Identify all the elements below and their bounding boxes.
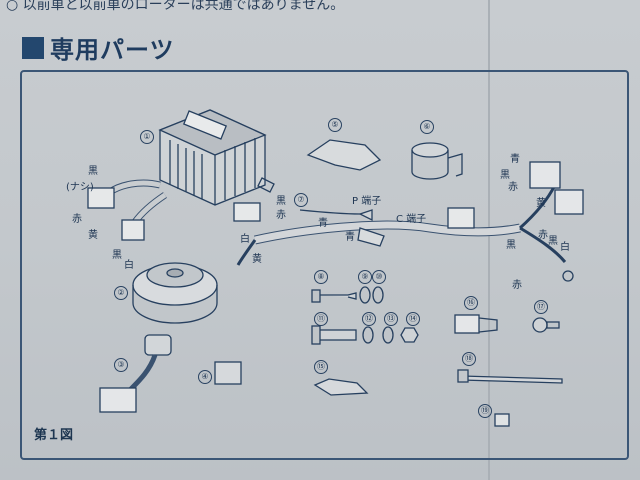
block-drawing: [214, 361, 242, 385]
label-ki-2: 黄: [252, 254, 262, 265]
label-aka-3: 赤: [508, 182, 518, 193]
page-fold: [488, 0, 490, 480]
figure-frame: [20, 70, 629, 460]
label-aka-2: 赤: [276, 210, 286, 221]
label-ki-3: 黄: [536, 198, 546, 209]
part-number-13: ⑬: [384, 312, 398, 326]
label-aka-4: 赤: [538, 230, 548, 241]
label-kuro-1: 黒: [88, 166, 98, 177]
label-kuro-4: 黒: [500, 170, 510, 181]
label-shiro-3: 白: [560, 242, 570, 253]
part-number-7: ⑦: [294, 193, 308, 207]
part-number-19: ⑲: [478, 404, 492, 418]
label-nashi: (ナシ): [66, 182, 94, 193]
top-text: ○ 以前車と以前車のローターは共通ではありません。: [6, 0, 345, 13]
figure-caption: 第１図: [34, 428, 74, 443]
label-kuro-5: 黒: [548, 236, 558, 247]
pickup-coil-drawing: [99, 334, 172, 413]
part-number-11: ⑪: [314, 312, 328, 326]
part-number-5: ⑤: [328, 118, 342, 132]
label-shiro-2: 白: [240, 234, 250, 245]
part-number-14: ⑭: [406, 312, 420, 326]
label-kuro-6: 黒: [506, 240, 516, 251]
part-number-3: ③: [114, 358, 128, 372]
part-number-9: ⑨: [358, 270, 372, 284]
label-ki-1: 黄: [88, 230, 98, 241]
part-number-18: ⑱: [462, 352, 476, 366]
part-number-15: ⑮: [314, 360, 328, 374]
part-number-12: ⑫: [362, 312, 376, 326]
label-aka-5: 赤: [512, 280, 522, 291]
cdi-unit-drawing: [158, 109, 275, 206]
bracket-drawing: [306, 139, 382, 171]
holder-drawing: [411, 142, 463, 180]
heading-square-icon: [22, 36, 44, 59]
label-kuro-3: 黒: [276, 196, 286, 207]
stator-drawing: [132, 262, 218, 324]
heading-text: 専用パーツ: [50, 36, 175, 64]
label-shiro-1: 白: [124, 260, 134, 271]
part-number-2: ②: [114, 286, 128, 300]
label-ao-1: 青: [318, 218, 328, 229]
part-number-6: ⑥: [420, 120, 434, 134]
label-aka-1: 赤: [72, 214, 82, 225]
label-ao-2: 青: [345, 232, 355, 243]
label-p-terminal: P 端子: [352, 196, 382, 207]
part-number-1: ①: [140, 130, 154, 144]
part-number-4: ④: [198, 370, 212, 384]
label-kuro-2: 黒: [112, 250, 122, 261]
label-ao-3: 青: [510, 154, 520, 165]
part-number-16: ⑯: [464, 296, 478, 310]
part-number-10: ⑩: [372, 270, 386, 284]
part-number-17: ⑰: [534, 300, 548, 314]
label-c-terminal: C 端子: [396, 214, 427, 225]
part-number-8: ⑧: [314, 270, 328, 284]
section-heading: 専用パーツ: [22, 30, 175, 65]
